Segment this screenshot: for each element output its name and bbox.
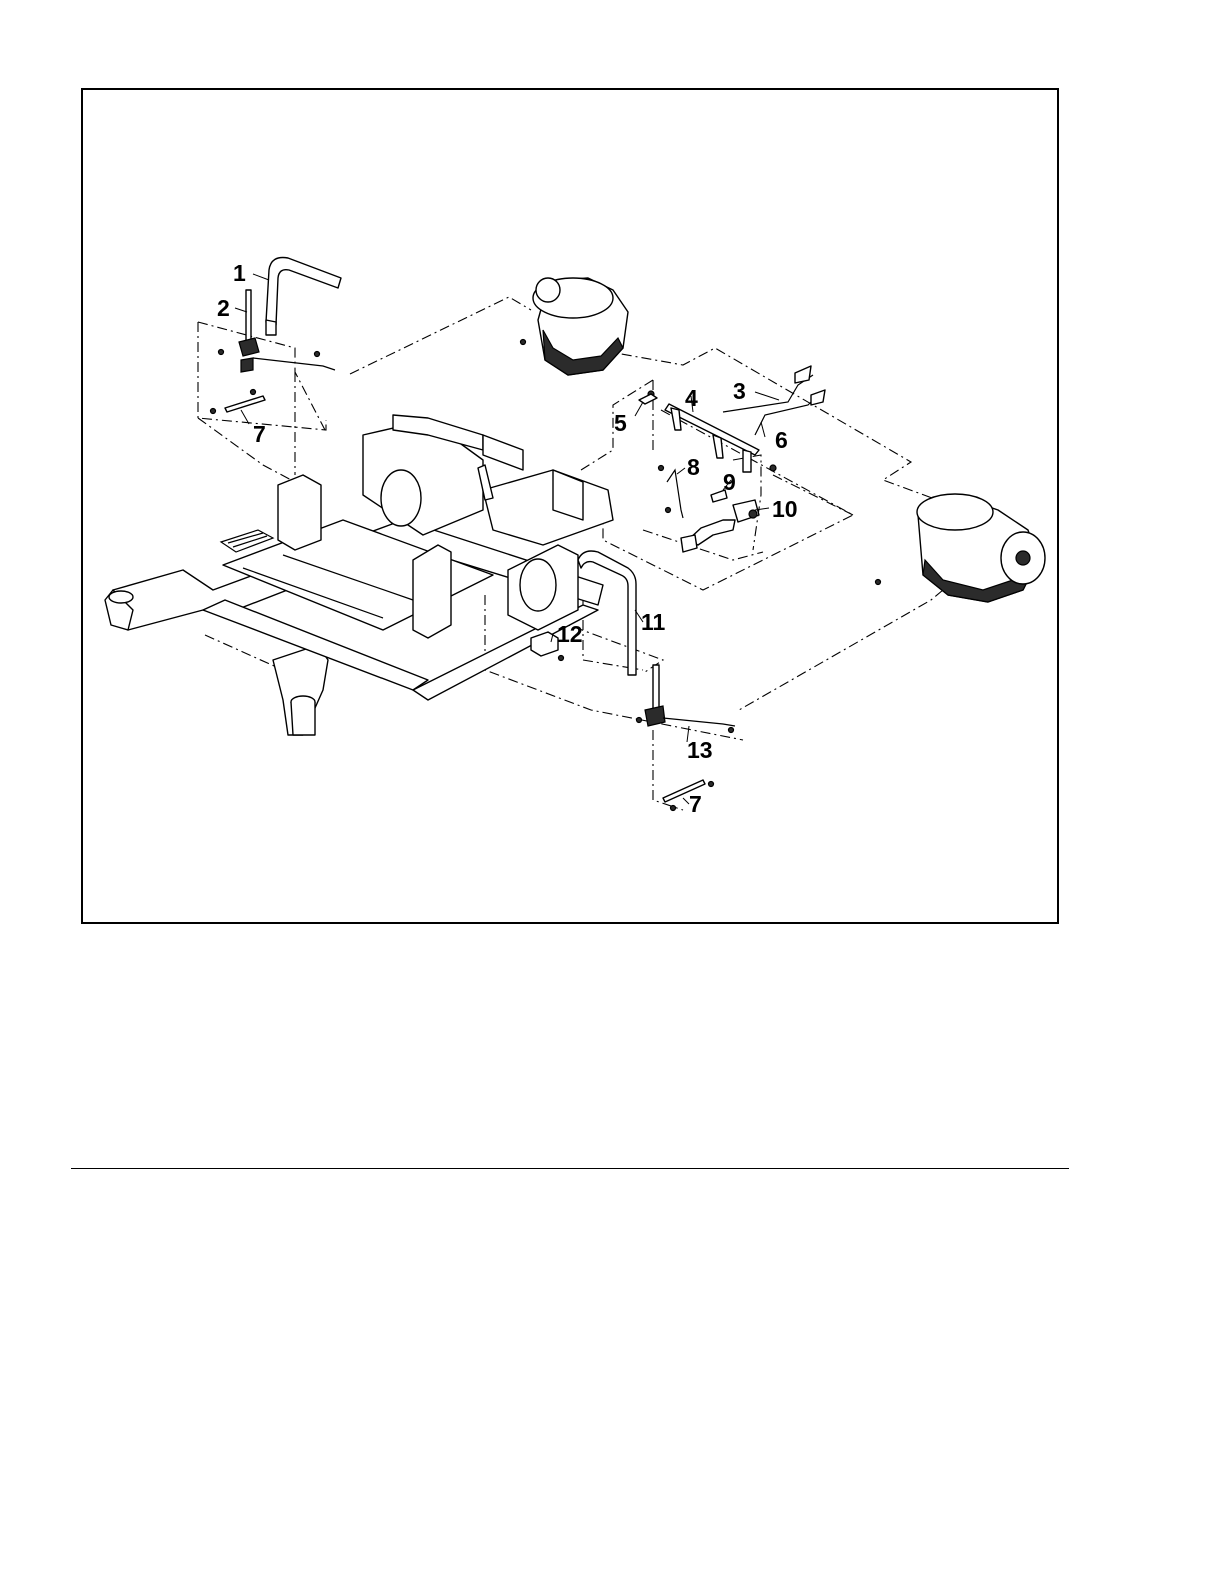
callout-7-lower: 7	[689, 791, 702, 817]
callout-13: 13	[687, 737, 713, 763]
callout-3: 3	[733, 378, 746, 404]
part-5-bracket	[639, 394, 657, 404]
part-1-left-control-lever	[266, 258, 341, 336]
right-transmission-unit	[876, 494, 1046, 602]
page-divider-rule	[71, 1168, 1069, 1169]
callout-10: 10	[772, 496, 798, 522]
callout-8: 8	[687, 454, 700, 480]
callout-4: 4	[685, 385, 698, 411]
callout-6: 6	[775, 427, 788, 453]
exploded-parts-diagram: 1 2 3 4 5 6 7 8 9 10 11 12 13 7	[83, 90, 1059, 924]
callout-9: 9	[723, 469, 736, 495]
part-10-pedal-assembly	[681, 500, 759, 552]
parts-diagram-frame: 1 2 3 4 5 6 7 8 9 10 11 12 13 7	[81, 88, 1059, 924]
left-transmission-unit	[521, 278, 629, 375]
callout-1: 1	[233, 260, 246, 286]
mower-chassis-frame	[105, 415, 613, 735]
callout-11: 11	[641, 609, 666, 635]
callout-2: 2	[217, 295, 230, 321]
part-13-right-control-bracket	[637, 665, 736, 733]
callout-12: 12	[557, 621, 583, 647]
callout-5: 5	[614, 410, 627, 436]
part-6-linkage-rod	[755, 390, 825, 435]
part-8-linkage-rod	[659, 466, 684, 519]
part-7-upper-linkage-rod	[211, 390, 266, 414]
callout-7-upper: 7	[253, 421, 266, 447]
